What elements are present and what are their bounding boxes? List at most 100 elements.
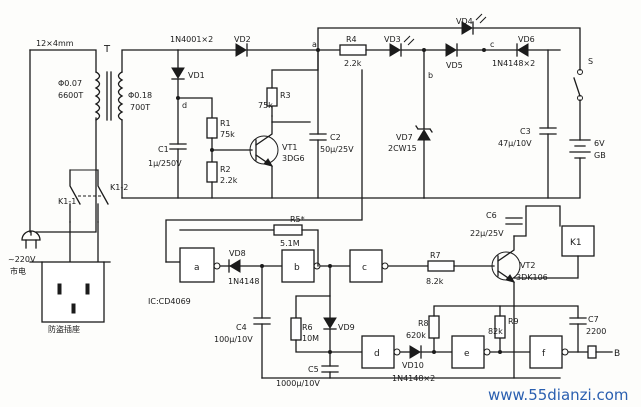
vt1-collector — [255, 115, 273, 146]
r2-label: R2 — [220, 165, 231, 174]
vt1-type: 3DG6 — [282, 154, 305, 163]
relay-k1 — [561, 225, 595, 257]
capacitor-c7 — [569, 317, 587, 325]
charging-section: R4 2.2k VD3 b VD5 VD4 c VD6 1N4148×2 VD7… — [317, 13, 606, 199]
capacitor-c4 — [253, 317, 271, 325]
relay-k1-label: K1 — [570, 238, 582, 248]
node-d-dot — [176, 96, 180, 100]
switch-s-top — [577, 69, 583, 75]
vd5-label: VD5 — [446, 61, 463, 70]
buzzer-b-icon — [587, 345, 597, 359]
mains-section: 12×4mm T Φ0.07 6600T Φ0.18 700T ~220V 市电… — [8, 39, 179, 334]
battery-gb — [569, 139, 591, 159]
r7-label: R7 — [430, 251, 441, 260]
r9-value: 82k — [488, 327, 503, 336]
r5-right-wire — [301, 229, 319, 267]
r4-label: R4 — [346, 35, 357, 44]
vd56-type: 1N4148×2 — [492, 59, 535, 68]
sensor-feed-wire — [165, 69, 363, 263]
led-vd4-rays — [475, 13, 487, 24]
gate-a-label: a — [194, 263, 200, 273]
relay-contact-1-label: K1-1 — [58, 197, 76, 206]
c7-label: C7 — [588, 315, 599, 324]
mains-wire-label: 12×4mm — [36, 39, 74, 48]
c2-label: C2 — [330, 133, 341, 142]
vt1-base-dot — [210, 148, 214, 152]
r8-label: R8 — [418, 319, 429, 328]
c1-label: C1 — [158, 145, 169, 154]
vd6-label: VD6 — [518, 35, 535, 44]
node-c-dot — [482, 48, 486, 52]
c3-label: C3 — [520, 127, 531, 136]
switch-s-lever[interactable] — [573, 77, 581, 97]
resistor-r2 — [206, 161, 218, 183]
vd8-label: VD8 — [229, 249, 246, 258]
r3-to-rail — [271, 49, 319, 89]
ic-label: IC:CD4069 — [148, 297, 191, 306]
inverter-gate-c — [349, 249, 383, 283]
diode-vd8 — [229, 259, 241, 273]
vt2-label: VT2 — [520, 261, 535, 270]
c6-label: C6 — [486, 211, 497, 220]
r3-label: R3 — [280, 91, 291, 100]
vd7-type: 2CW15 — [388, 144, 417, 153]
socket-label: 防盗插座 — [48, 324, 80, 334]
transformer-core — [106, 71, 112, 121]
diode-bridge-label: 1N4001×2 — [170, 35, 213, 44]
relay-return-wire — [513, 255, 579, 279]
vt2-type: 3DK106 — [516, 273, 548, 282]
vd10-type: 1N4148×2 — [392, 374, 435, 383]
battery-label: GB — [594, 151, 606, 160]
node-b-label: b — [428, 71, 433, 80]
r2-value: 2.2k — [220, 176, 238, 185]
relay-contact-2-label: K1-2 — [110, 183, 128, 192]
vt1-emitter-arrow — [263, 158, 274, 167]
secondary-turns-label: 700T — [130, 103, 150, 112]
diode-vd10 — [409, 345, 421, 359]
capacitor-c3 — [539, 127, 557, 135]
battery-to-ground — [423, 157, 581, 199]
vd4-loop-left — [317, 27, 463, 51]
socket-pin-left — [57, 283, 62, 295]
c2-value: 50μ/25V — [320, 145, 354, 154]
mains-plug-icon — [21, 230, 41, 249]
c4-label: C4 — [236, 323, 247, 332]
vd7-label: VD7 — [396, 133, 413, 142]
c5-label: C5 — [308, 365, 319, 374]
vd3-label: VD3 — [384, 35, 401, 44]
resistor-r6 — [290, 317, 302, 341]
capacitor-c6 — [505, 217, 523, 225]
r6-branch-wire — [295, 265, 331, 319]
vd10-label: VD10 — [402, 361, 424, 370]
relay-contact-k1-2 — [97, 169, 109, 223]
secondary-coil — [117, 71, 124, 121]
vt2-emitter-arrow — [505, 274, 516, 283]
gate-e-bubble — [483, 348, 491, 356]
node-d-label: d — [182, 101, 187, 110]
primary-return-wire — [35, 117, 97, 233]
r6-bottom-wire — [295, 339, 331, 353]
rectifier-section: 1N4001×2 VD2 VD1 d C1 1μ/250V R1 75k R2 … — [121, 35, 425, 199]
capacitor-c5 — [321, 365, 339, 373]
node-c-label: c — [490, 40, 494, 49]
gate-d-bubble — [393, 348, 401, 356]
c1-value: 1μ/250V — [148, 159, 182, 168]
r9-label: R9 — [508, 317, 519, 326]
socket-pin-right — [85, 283, 90, 295]
resistor-r4 — [339, 44, 367, 56]
c6-value: 22μ/25V — [470, 229, 504, 238]
c5-value: 1000μ/10V — [276, 379, 320, 388]
vd4-label: VD4 — [456, 17, 473, 26]
r5-value: 5.1M — [280, 239, 300, 248]
r6-value: 10M — [302, 334, 319, 343]
r9-top-wire — [499, 305, 579, 319]
resistor-r8 — [428, 315, 440, 339]
r5-label: R5* — [290, 215, 305, 224]
contact-to-socket-wires — [69, 221, 99, 263]
diode-vd6 — [517, 43, 529, 57]
gate-d-label: d — [374, 349, 380, 359]
diode-vd1 — [171, 67, 185, 79]
resistor-r7 — [427, 260, 455, 272]
